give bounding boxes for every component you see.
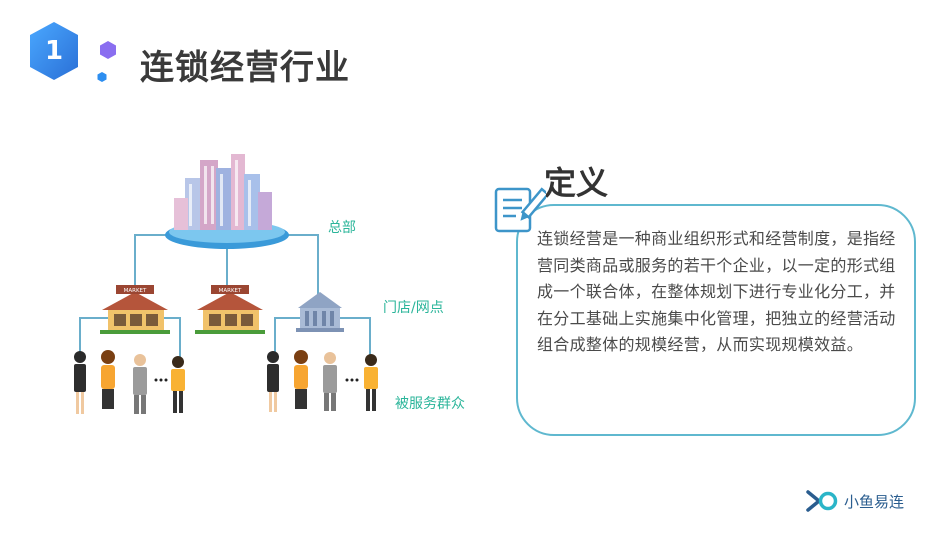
stores-label: 门店/网点 xyxy=(383,300,444,316)
market-store-icon-2: MARKET xyxy=(195,285,265,334)
market-store-icon-1: MARKET xyxy=(100,285,170,334)
customer-group-1 xyxy=(74,350,185,414)
purple-hexagon-decoration xyxy=(100,41,116,59)
brand-logo: 小鱼易连 xyxy=(806,490,904,512)
definition-box xyxy=(516,204,916,436)
brand-logo-icon xyxy=(806,490,838,512)
chain-structure-diagram: MARKET MARKET xyxy=(74,154,378,414)
customer-group-2 xyxy=(267,350,378,412)
market-sign-2: MARKET xyxy=(219,288,242,294)
blue-hexagon-decoration xyxy=(97,72,107,82)
slide-number: 1 xyxy=(44,36,64,66)
market-sign-1: MARKET xyxy=(124,288,147,294)
brand-name: 小鱼易连 xyxy=(844,492,905,511)
branch-building-icon xyxy=(296,292,344,332)
customers-label: 被服务群众 xyxy=(395,396,465,412)
page-title: 连锁经营行业 xyxy=(140,48,350,88)
definition-title: 定义 xyxy=(544,164,609,202)
definition-text: 连锁经营是一种商业组织形式和经营制度，是指经营同类商品或服务的若干个企业，以一定… xyxy=(537,229,896,354)
headquarters-city-icon xyxy=(165,154,289,249)
slide-number-badge xyxy=(30,22,78,80)
document-edit-icon xyxy=(494,187,546,233)
headquarters-label: 总部 xyxy=(328,220,356,236)
